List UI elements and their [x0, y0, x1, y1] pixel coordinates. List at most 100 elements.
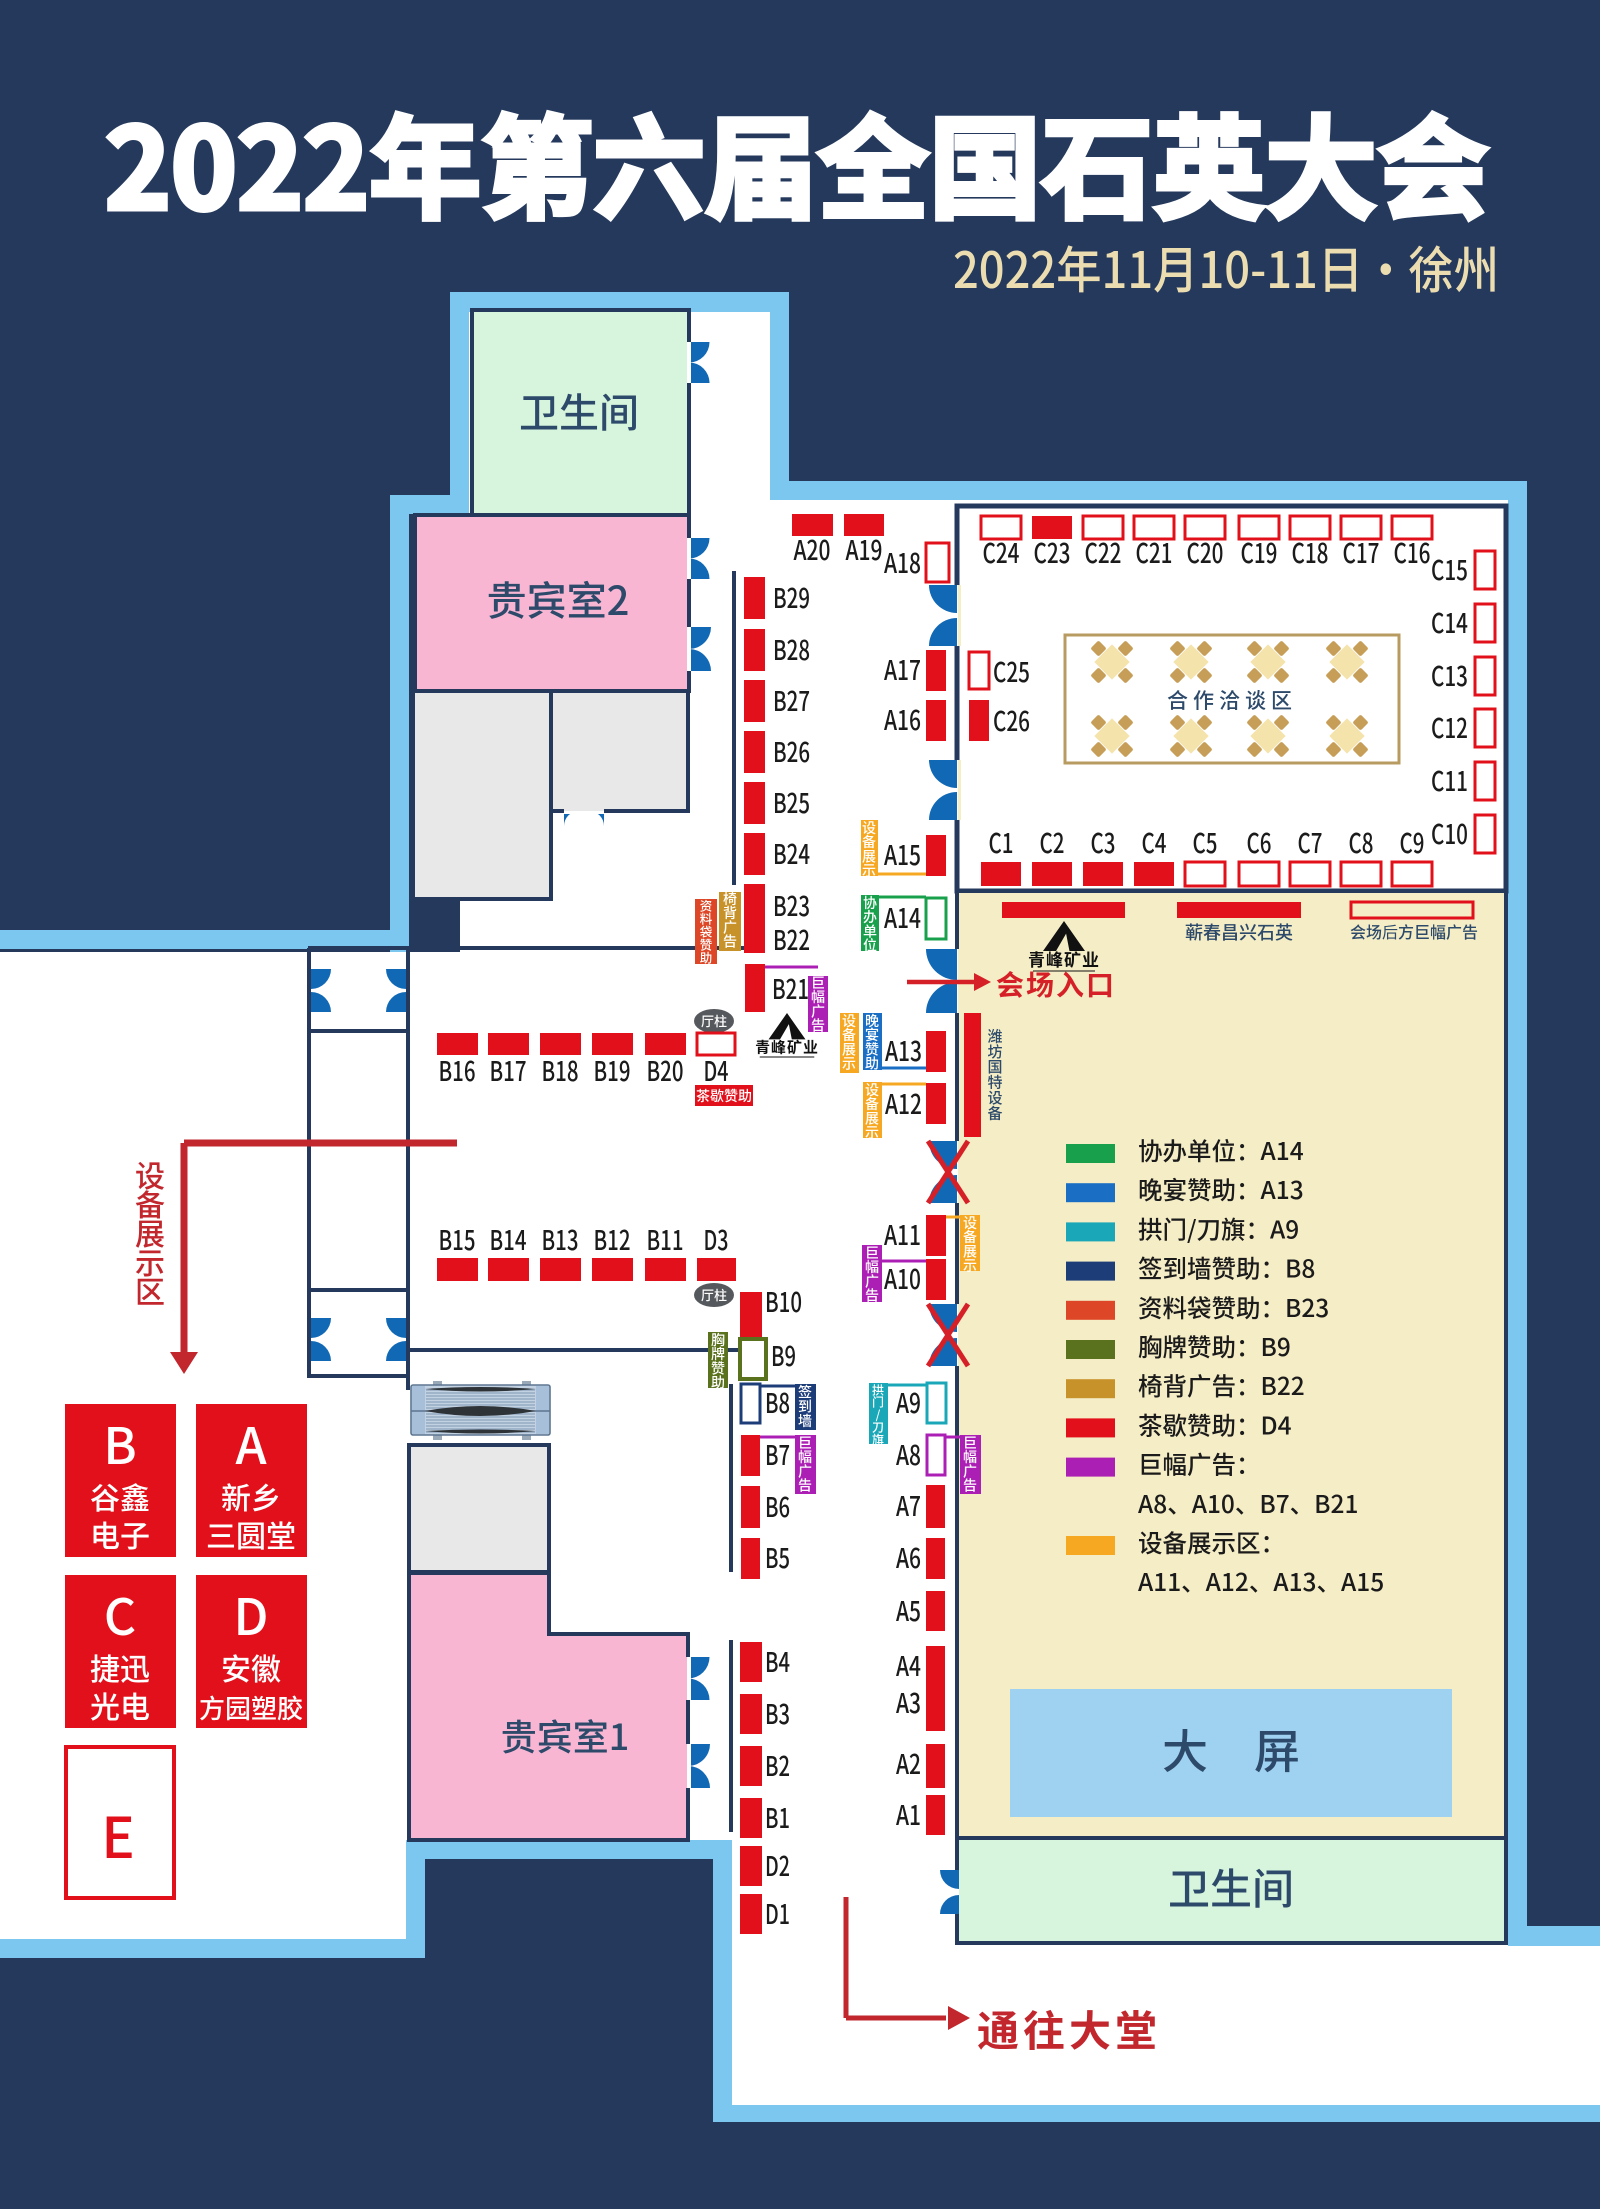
svg-text:捷迅: 捷迅 — [90, 1645, 150, 1689]
svg-text:D1: D1 — [765, 1893, 790, 1932]
svg-text:特: 特 — [987, 1072, 1002, 1093]
svg-text:三圆堂: 三圆堂 — [206, 1512, 296, 1556]
svg-text:C22: C22 — [1085, 532, 1122, 571]
svg-text:茶歇赞助: 茶歇赞助 — [696, 1086, 752, 1106]
svg-text:C2: C2 — [1040, 822, 1065, 861]
svg-text:厅柱: 厅柱 — [701, 1011, 727, 1030]
svg-text:C20: C20 — [1187, 532, 1224, 571]
svg-text:A19: A19 — [846, 529, 883, 568]
svg-text:晚宴赞助：A13: 晚宴赞助：A13 — [1138, 1172, 1304, 1207]
svg-text:椅背广告：B22: 椅背广告：B22 — [1138, 1368, 1305, 1403]
svg-text:资: 资 — [700, 896, 713, 915]
svg-text:贵宾室2: 贵宾室2 — [487, 569, 630, 627]
svg-text:备: 备 — [842, 1025, 856, 1045]
svg-text:B11: B11 — [647, 1219, 684, 1258]
svg-text:广: 广 — [811, 1001, 825, 1021]
svg-text:B29: B29 — [773, 577, 810, 616]
svg-text:A11、A12、A13、A15: A11、A12、A13、A15 — [1138, 1564, 1384, 1599]
svg-text:国: 国 — [987, 1056, 1002, 1077]
svg-text:B28: B28 — [773, 629, 810, 668]
svg-text:A8、A10、B7、B21: A8、A10、B7、B21 — [1138, 1486, 1358, 1521]
svg-text:B20: B20 — [647, 1050, 684, 1089]
svg-text:B4: B4 — [765, 1641, 790, 1680]
svg-text:A12: A12 — [885, 1083, 922, 1122]
svg-text:B8: B8 — [765, 1382, 790, 1421]
svg-text:到: 到 — [798, 1397, 812, 1417]
svg-text:幅: 幅 — [798, 1447, 812, 1467]
svg-text:备: 备 — [135, 1181, 165, 1225]
svg-text:设: 设 — [135, 1152, 165, 1196]
svg-text:C8: C8 — [1349, 822, 1374, 861]
svg-text:示: 示 — [135, 1239, 165, 1283]
svg-text:A20: A20 — [794, 529, 831, 568]
svg-text:C24: C24 — [983, 532, 1020, 571]
svg-text:设: 设 — [963, 1213, 977, 1233]
svg-text:B5: B5 — [765, 1537, 790, 1576]
svg-text:展: 展 — [865, 1108, 879, 1128]
svg-text:巨: 巨 — [798, 1433, 812, 1453]
svg-text:A11: A11 — [884, 1214, 921, 1253]
svg-text:B10: B10 — [765, 1281, 802, 1320]
svg-text:合作洽谈区: 合作洽谈区 — [1167, 685, 1297, 715]
svg-text:助: 助 — [865, 1054, 879, 1074]
svg-text:A6: A6 — [896, 1537, 921, 1576]
svg-text:B22: B22 — [773, 919, 810, 958]
svg-text:签到墙赞助：B8: 签到墙赞助：B8 — [1138, 1251, 1315, 1286]
svg-text:C12: C12 — [1431, 707, 1468, 746]
svg-text:谷鑫: 谷鑫 — [90, 1474, 150, 1518]
svg-text:C19: C19 — [1241, 532, 1278, 571]
svg-text:B26: B26 — [773, 731, 810, 770]
svg-text:B13: B13 — [542, 1219, 579, 1258]
svg-text:卫生间: 卫生间 — [1168, 1856, 1294, 1917]
svg-text:椅: 椅 — [723, 889, 737, 909]
svg-text:C21: C21 — [1136, 532, 1173, 571]
svg-text:A4: A4 — [896, 1645, 921, 1684]
svg-text:C16: C16 — [1394, 532, 1431, 571]
svg-text:晚: 晚 — [865, 1011, 879, 1031]
svg-text:幅: 幅 — [963, 1447, 977, 1467]
svg-text:C10: C10 — [1431, 813, 1468, 852]
svg-text:会场入口: 会场入口 — [996, 964, 1116, 1004]
svg-text:协: 协 — [863, 893, 877, 913]
svg-text:巨: 巨 — [963, 1433, 977, 1453]
svg-text:B27: B27 — [773, 680, 810, 719]
svg-text:B21: B21 — [772, 968, 809, 1007]
svg-text:B18: B18 — [542, 1050, 579, 1089]
svg-text:A2: A2 — [896, 1743, 921, 1782]
svg-text:方园塑胶: 方园塑胶 — [199, 1689, 303, 1726]
svg-text:C17: C17 — [1343, 532, 1380, 571]
svg-text:料: 料 — [700, 909, 713, 928]
svg-text:B17: B17 — [490, 1050, 527, 1089]
svg-text:牌: 牌 — [711, 1344, 725, 1364]
svg-text:C7: C7 — [1298, 822, 1323, 861]
svg-text:A10: A10 — [884, 1258, 921, 1297]
svg-text:2022年11月10-11日·徐州: 2022年11月10-11日·徐州 — [953, 231, 1499, 303]
svg-text:B14: B14 — [490, 1219, 527, 1258]
svg-text:B1: B1 — [765, 1797, 790, 1836]
svg-text:B12: B12 — [594, 1219, 631, 1258]
svg-text:协办单位：A14: 协办单位：A14 — [1138, 1133, 1304, 1168]
svg-text:A3: A3 — [896, 1682, 921, 1721]
svg-text:安徽: 安徽 — [221, 1645, 281, 1689]
svg-text:广: 广 — [723, 917, 737, 937]
svg-text:幅: 幅 — [865, 1257, 879, 1277]
svg-text:C15: C15 — [1431, 549, 1468, 588]
svg-text:告: 告 — [798, 1476, 812, 1496]
svg-text:B3: B3 — [765, 1693, 790, 1732]
svg-text:展: 展 — [963, 1241, 977, 1261]
svg-text:拱: 拱 — [872, 1381, 884, 1398]
svg-text:A15: A15 — [884, 834, 921, 873]
svg-text:D: D — [234, 1578, 269, 1650]
svg-text:B16: B16 — [439, 1050, 476, 1089]
svg-text:宴: 宴 — [865, 1025, 879, 1045]
svg-text:D3: D3 — [704, 1219, 729, 1258]
svg-text:A17: A17 — [884, 649, 921, 688]
svg-text:袋: 袋 — [700, 922, 713, 941]
svg-text:墙: 墙 — [798, 1411, 812, 1431]
svg-text:展: 展 — [135, 1210, 165, 1254]
svg-text:B7: B7 — [765, 1434, 790, 1473]
svg-text:2022年第六届全国石英大会: 2022年第六届全国石英大会 — [105, 80, 1489, 242]
svg-text:背: 背 — [723, 903, 737, 923]
svg-text:C11: C11 — [1431, 760, 1468, 799]
svg-text:区: 区 — [135, 1268, 165, 1312]
